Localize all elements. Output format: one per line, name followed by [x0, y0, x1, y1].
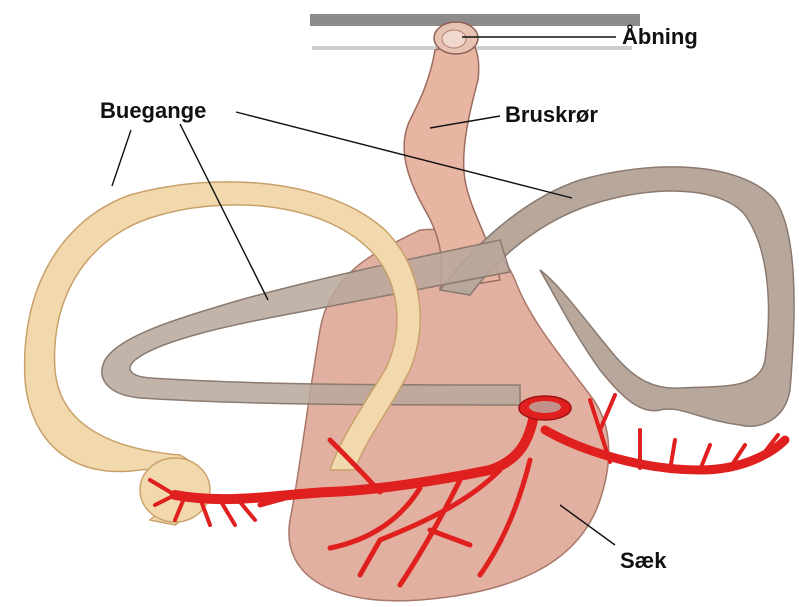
leader-canal-left	[112, 130, 131, 186]
label-opening: Åbning	[622, 23, 698, 49]
leader-canal-middle	[180, 124, 268, 300]
label-cartilage-tube: Bruskrør	[505, 102, 598, 127]
label-semicircular-canals: Buegange	[100, 98, 206, 123]
top-bar	[310, 14, 640, 26]
tube-opening-inner	[442, 30, 466, 48]
label-sac: Sæk	[620, 548, 667, 573]
vessel-cut-lumen	[529, 401, 561, 413]
